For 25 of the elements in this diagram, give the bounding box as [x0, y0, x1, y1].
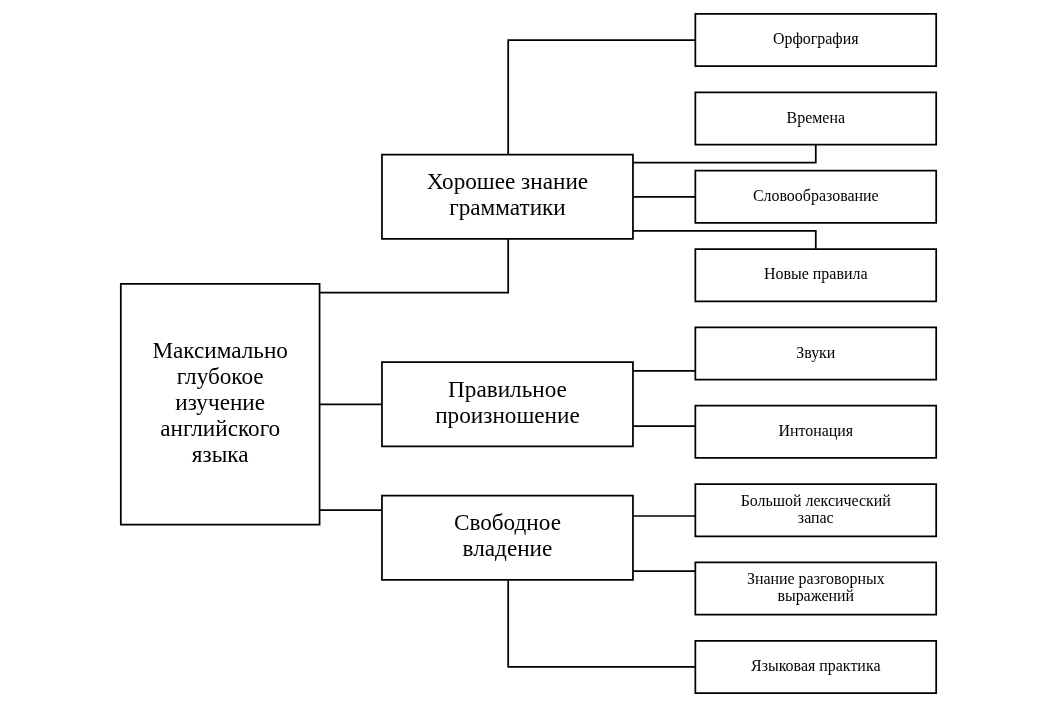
connector	[631, 425, 696, 427]
connector	[318, 509, 383, 512]
node-box: Большой лексический запас	[694, 483, 937, 538]
node-box: Правильное произношение	[380, 361, 634, 448]
connector	[631, 370, 696, 372]
connector	[631, 515, 696, 517]
connector	[631, 195, 696, 198]
node-box: Новые правила	[694, 248, 937, 303]
connector	[631, 570, 696, 572]
node-box: Словообразование	[694, 169, 937, 224]
connector	[318, 238, 509, 294]
node-box: Интонация	[694, 404, 937, 459]
node-box: Хорошее знание грамматики	[380, 153, 634, 240]
node-box: Времена	[694, 91, 937, 146]
connector	[506, 579, 696, 668]
connector	[631, 143, 817, 164]
connector	[631, 230, 817, 250]
node-box: Языковая практика	[694, 639, 937, 694]
connector	[506, 39, 696, 156]
node-box: Звуки	[694, 326, 937, 381]
connector	[318, 403, 383, 406]
node-box: Орфография	[694, 13, 937, 68]
node-box: Свободное владение	[380, 494, 634, 581]
node-box: Максимально глубокое изучение английского языка	[119, 283, 320, 526]
node-box: Знание разговорных выражений	[694, 561, 937, 616]
